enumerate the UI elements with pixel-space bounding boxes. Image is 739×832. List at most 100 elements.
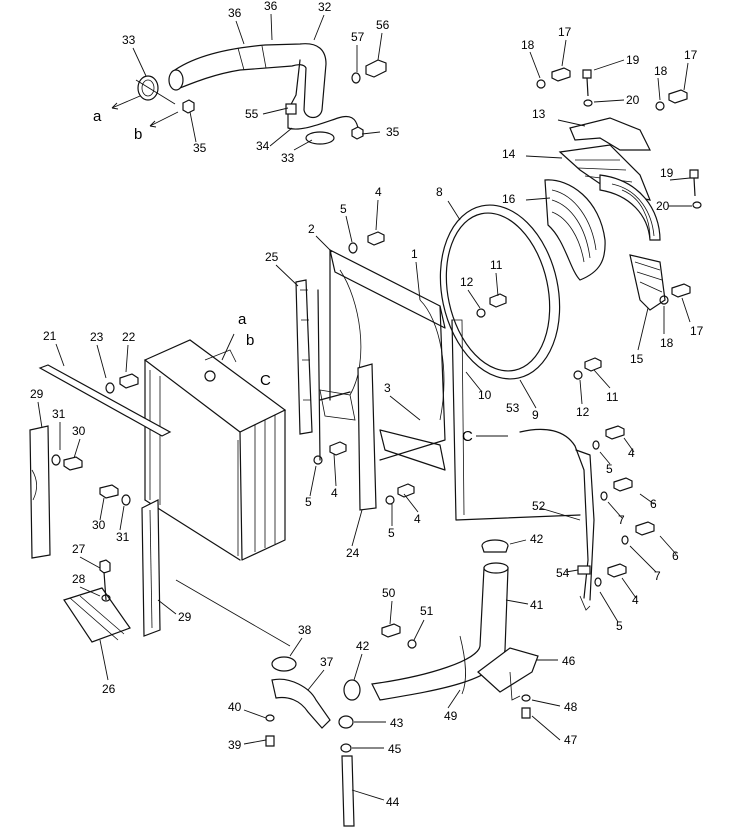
ref-b-top: b <box>134 126 142 143</box>
clamp-45 <box>340 743 352 753</box>
clip-54 <box>577 565 591 575</box>
bolt-30b <box>99 484 119 499</box>
label-44: 44 <box>386 795 400 809</box>
clip-55 <box>285 103 297 115</box>
label-28: 28 <box>72 572 86 586</box>
label-22: 22 <box>122 330 136 344</box>
label-43: 43 <box>390 716 404 730</box>
washer-40 <box>265 714 275 722</box>
fasteners <box>313 67 702 587</box>
label-36b: 36 <box>264 0 278 13</box>
label-20a: 20 <box>626 93 640 107</box>
label-33a: 33 <box>122 33 136 47</box>
label-46: 46 <box>562 654 576 668</box>
left-covers <box>29 364 172 643</box>
gasket-38 <box>271 656 297 672</box>
plate-3 <box>379 429 446 471</box>
nut-35b <box>351 126 364 140</box>
hose-clamp-33 <box>137 75 159 101</box>
label-20b: 20 <box>656 199 670 213</box>
plate-26 <box>63 587 131 643</box>
label-4e: 4 <box>632 593 639 607</box>
label-18c: 18 <box>660 336 674 350</box>
nut-35 <box>182 99 195 114</box>
label-18b: 18 <box>654 64 668 78</box>
plate-1 <box>329 249 446 461</box>
ref-a-top: a <box>93 108 102 125</box>
label-11a: 11 <box>490 258 503 272</box>
label-7b: 7 <box>654 569 661 583</box>
guard-right <box>599 174 661 241</box>
label-32: 32 <box>318 0 332 14</box>
label-12a: 12 <box>460 275 474 289</box>
label-54: 54 <box>556 566 570 580</box>
label-52: 52 <box>532 499 546 513</box>
label-25: 25 <box>265 250 279 264</box>
label-17c: 17 <box>690 324 704 338</box>
label-5b: 5 <box>305 495 312 509</box>
bolt-47 <box>521 707 531 719</box>
label-5a: 5 <box>340 202 347 216</box>
filler-neck <box>204 370 216 382</box>
label-45: 45 <box>388 742 402 756</box>
label-3: 3 <box>384 381 391 395</box>
label-16: 16 <box>502 192 516 206</box>
label-4b: 4 <box>331 486 338 500</box>
label-48: 48 <box>564 700 578 714</box>
upper-hose-assembly <box>111 43 387 145</box>
label-14: 14 <box>502 147 516 161</box>
pipe-34 <box>287 59 359 130</box>
label-2: 2 <box>308 222 315 236</box>
label-13: 13 <box>532 107 546 121</box>
label-26: 26 <box>102 682 116 696</box>
label-21: 21 <box>43 329 57 343</box>
washer-23 <box>105 382 115 394</box>
clamp-42 <box>343 679 361 701</box>
bolt-39 <box>265 735 275 747</box>
washer-48 <box>521 694 531 702</box>
ref-c-bracket: C <box>462 428 473 445</box>
label-19b: 19 <box>660 166 674 180</box>
fan-shroud-8 <box>439 204 581 521</box>
label-47: 47 <box>564 733 578 747</box>
leader-lines <box>37 13 692 801</box>
ref-c-rad: C <box>260 372 271 389</box>
label-5e: 5 <box>616 619 623 633</box>
label-31a: 31 <box>52 407 66 421</box>
radiator-shroud-plates <box>295 249 446 511</box>
overflow-pipe <box>476 428 595 611</box>
label-12b: 12 <box>576 405 590 419</box>
elbow-37 <box>271 678 331 729</box>
cover-29-left <box>29 425 51 559</box>
label-19a: 19 <box>626 53 640 67</box>
plate-10 <box>451 319 581 521</box>
part-number-labels: 36 36 32 33 56 57 55 34 33 35 35 a b 18 … <box>30 0 704 809</box>
label-38: 38 <box>298 623 312 637</box>
label-55: 55 <box>245 107 259 121</box>
bracket-24 <box>357 363 377 511</box>
bolt-50 <box>381 623 401 638</box>
fan-guard-segments <box>544 117 666 311</box>
washer-51 <box>407 639 417 649</box>
label-50: 50 <box>382 586 396 600</box>
label-51: 51 <box>420 604 434 618</box>
label-7a: 7 <box>618 513 625 527</box>
guard-13 <box>569 117 651 151</box>
label-49: 49 <box>444 709 458 723</box>
label-6b: 6 <box>672 549 679 563</box>
label-56: 56 <box>376 18 390 32</box>
bolt-30a <box>63 456 83 471</box>
label-33b: 33 <box>281 151 295 165</box>
hose-clamp-33b <box>305 131 335 145</box>
hose-end <box>168 69 184 91</box>
label-4c: 4 <box>414 512 421 526</box>
label-9: 9 <box>532 408 539 422</box>
cap-42 <box>481 539 509 553</box>
washer-57 <box>351 72 361 84</box>
label-4d: 4 <box>628 446 635 460</box>
hose-44 <box>341 755 355 827</box>
bracket-46 <box>477 647 539 693</box>
label-5c: 5 <box>388 526 395 540</box>
label-42a: 42 <box>530 532 544 546</box>
